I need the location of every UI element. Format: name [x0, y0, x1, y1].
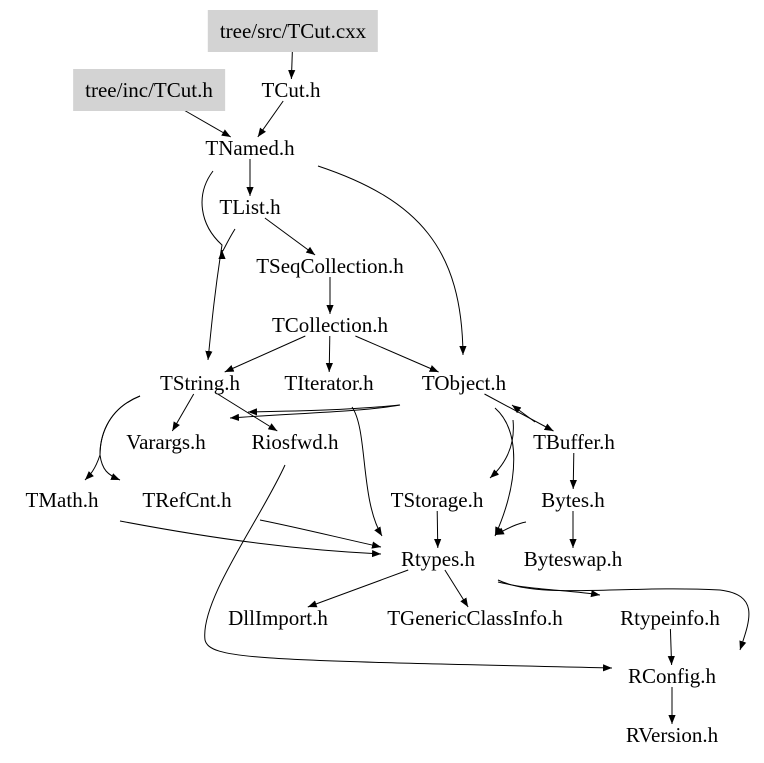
edge-tobject-to-tbuffer	[484, 393, 554, 432]
node-varargs[interactable]: Varargs.h	[126, 430, 206, 454]
edge-tmath-to-rtypes	[119, 520, 382, 558]
edge-tcollection-to-tobject	[355, 335, 439, 373]
edge-rtypes-to-tgeneric	[444, 569, 469, 608]
edge-tobject-to-riosfwd	[247, 404, 401, 416]
edge-riosfwd-to-rconfig	[204, 464, 613, 672]
node-riosfwd[interactable]: Riosfwd.h	[251, 430, 339, 454]
edge-tnamed-to-tobject	[317, 165, 467, 356]
edge-tcut-inc-to-tnamed	[181, 108, 232, 138]
node-tobject[interactable]: TObject.h	[421, 371, 507, 395]
node-tstring[interactable]: TString.h	[160, 371, 240, 395]
node-rversion[interactable]: RVersion.h	[625, 723, 719, 747]
node-rconfig[interactable]: RConfig.h	[627, 664, 717, 688]
node-tseqcoll[interactable]: TSeqCollection.h	[256, 254, 404, 278]
edge-rtypes-to-rtypeinfo	[497, 581, 601, 598]
edge-rtypeinfo-to-rconfig	[667, 628, 675, 666]
edge-tstorage-to-rtypes	[434, 510, 442, 549]
edge-tobject-to-rtypes	[494, 407, 515, 537]
node-titerator[interactable]: TIterator.h	[284, 371, 374, 395]
edge-titerator-to-rtypes	[351, 406, 383, 537]
edge-tcut-cxx-to-tcut-h	[288, 49, 296, 80]
edge-tstring-to-trefcnt	[99, 395, 141, 481]
node-tcut-inc[interactable]: tree/inc/TCut.h	[73, 69, 225, 111]
node-rtypes[interactable]: Rtypes.h	[400, 547, 476, 571]
edge-tobject-to-varargs	[229, 404, 401, 421]
node-tstorage[interactable]: TStorage.h	[390, 488, 484, 512]
edge-tcollection-to-tstring	[224, 335, 306, 373]
edge-tbuffer-to-tobject	[511, 404, 536, 423]
node-tbuffer[interactable]: TBuffer.h	[533, 430, 615, 454]
edge-tcut-h-to-tnamed	[257, 100, 284, 138]
edge-trefcnt-to-rtypes	[259, 519, 382, 549]
node-tcollection[interactable]: TCollection.h	[271, 313, 389, 337]
edge-bytes-to-rtypes	[494, 521, 527, 536]
edge-tnamed-to-tstring	[201, 170, 223, 361]
node-tlist[interactable]: TList.h	[219, 195, 281, 219]
node-byteswap[interactable]: Byteswap.h	[523, 547, 623, 571]
node-trefcnt[interactable]: TRefCnt.h	[142, 488, 232, 512]
edge-rtypes-to-dllimport	[307, 569, 409, 608]
edge-tlist-to-tseqcoll	[264, 217, 316, 256]
edge-tobject-to-tstorage	[489, 419, 514, 479]
node-tgeneric[interactable]: TGenericClassInfo.h	[387, 606, 563, 630]
node-tnamed[interactable]: TNamed.h	[205, 136, 295, 160]
edge-tbuffer-to-bytes	[569, 452, 577, 490]
edge-tstring-to-riosfwd	[217, 393, 278, 432]
node-bytes[interactable]: Bytes.h	[541, 488, 605, 512]
node-tcut-cxx[interactable]: tree/src/TCut.cxx	[207, 10, 379, 52]
edge-tcollection-to-titerator	[325, 335, 333, 373]
node-tmath[interactable]: TMath.h	[25, 488, 99, 512]
node-dllimport[interactable]: DllImport.h	[228, 606, 328, 630]
node-rtypeinfo[interactable]: Rtypeinfo.h	[620, 606, 720, 630]
edge-tlist-to-tstring	[218, 228, 236, 260]
edge-tstring-to-varargs	[171, 393, 195, 432]
node-tcut-h[interactable]: TCut.h	[261, 78, 321, 102]
edge-rtypes-to-rconfig	[497, 579, 750, 651]
